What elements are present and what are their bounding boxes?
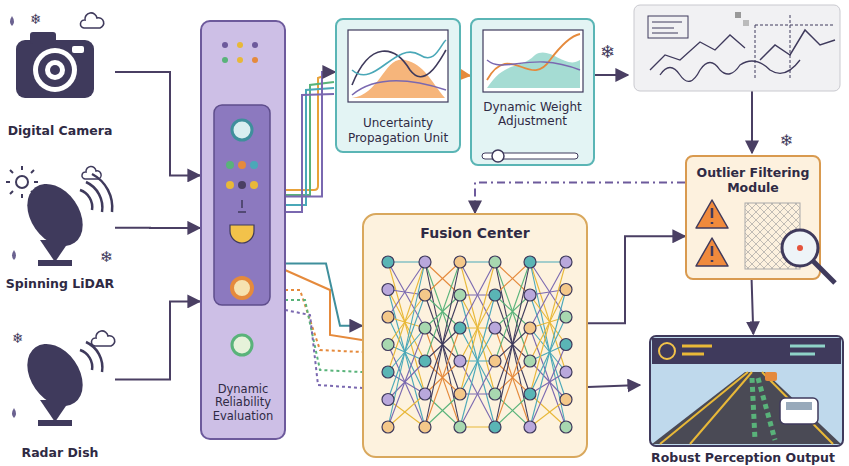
node-label: Dynamic Reliability Evaluation [205,383,281,424]
process-box: Digital Camera [5,10,115,142]
node-label: Radar Dish [22,445,99,460]
process-box: Dynamic Reliability Evaluation [200,20,286,440]
svg-text:❄: ❄ [12,330,24,346]
lidar-icon: ❄ [6,166,113,266]
outlier-icons [696,200,835,283]
snowflake-icon: ❄ [780,131,793,150]
radar-icon: ❄ [12,330,115,426]
node-label: Spinning LiDAR [6,276,114,291]
road-scene [650,336,843,446]
node-label: Dynamic Weight Adjustment [476,100,589,129]
flow-arrow [115,72,200,175]
process-box: Dynamic Weight Adjustment [470,18,595,166]
flow-arrow [115,227,200,229]
flow-arrow [588,236,685,323]
process-box: Spinning LiDAR [5,168,115,295]
flow-arrow [286,72,335,196]
flow-arrow [588,385,640,387]
flow-arrow [286,264,362,326]
monitor-chart-panel [634,5,840,91]
node-label: Fusion Center [420,225,529,242]
flow-arrow [752,280,754,334]
svg-text:❄: ❄ [30,11,42,27]
camera-icon: ❄ [10,11,104,98]
process-box: Fusion Center [362,213,588,458]
node-label: Outlier Filtering Module [693,165,813,195]
flow-arrow [475,183,685,214]
process-box: Uncertainty Propagation Unit [335,18,461,153]
neural-network [382,256,572,433]
reliability-column [214,42,270,355]
uncertainty-chart [348,30,448,102]
weight-chart [482,30,583,162]
flow-arrow [461,75,470,76]
node-label: Digital Camera [8,123,113,138]
node-label: Robust Perception Output [651,450,835,465]
svg-text:❄: ❄ [100,248,113,266]
snowflake-icon: ❄ [600,41,615,62]
process-box: Outlier Filtering Module [685,155,821,280]
process-box: Robust Perception Output [640,334,846,465]
process-box: Radar Dish [5,320,115,462]
node-label: Uncertainty Propagation Unit [341,116,455,145]
flow-arrow [115,301,200,379]
